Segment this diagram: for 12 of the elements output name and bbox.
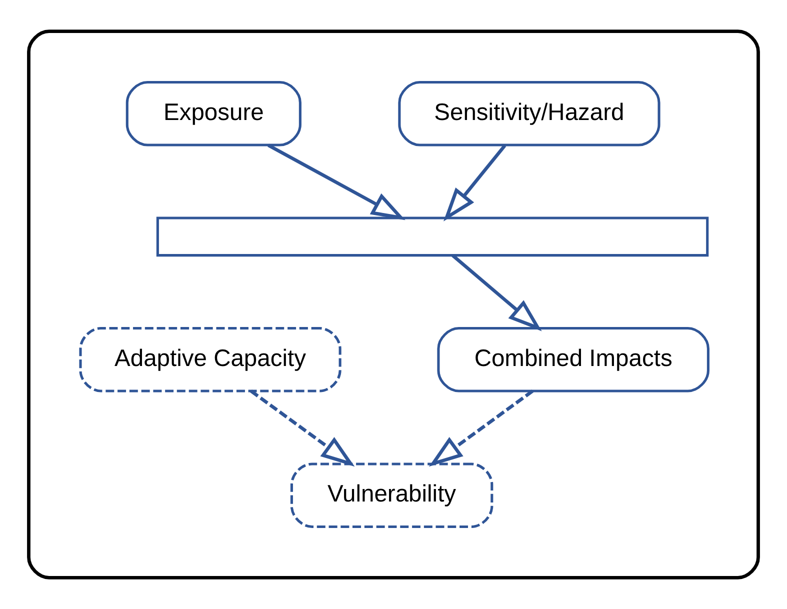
- arrow: [250, 390, 355, 467]
- node-box: Adaptive Capacity: [79, 326, 342, 392]
- arrow: [428, 390, 534, 467]
- node-box: Vulnerability: [290, 462, 494, 528]
- arrow: [452, 254, 542, 332]
- arrow: [268, 144, 406, 220]
- arrow: [443, 144, 506, 222]
- cluster: [27, 30, 760, 580]
- node-box: Combined Impacts: [437, 326, 710, 392]
- node-box: Sensitivity/Hazard: [398, 80, 660, 146]
- node-box: Exposure: [126, 80, 302, 146]
- node-bar: [156, 216, 709, 257]
